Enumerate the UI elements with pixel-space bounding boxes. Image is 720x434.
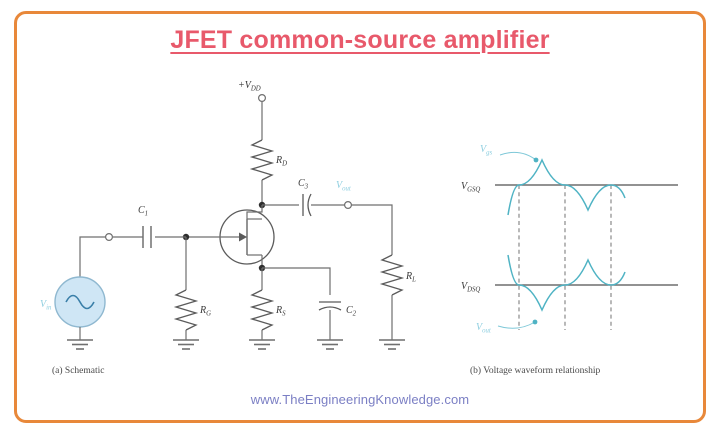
footer-url: www.TheEngineeringKnowledge.com	[250, 392, 470, 407]
rl-zigzag	[379, 254, 405, 296]
ac-source	[54, 276, 106, 350]
label-wave-vout: Vout	[476, 322, 492, 335]
leader-vout	[497, 321, 536, 329]
label-rl: RL	[405, 271, 416, 284]
label-vdsq: VDSQ	[461, 281, 480, 294]
wire-source-to-c2	[262, 267, 331, 295]
rs-zigzag	[249, 289, 275, 331]
ground-source	[67, 339, 93, 350]
curve-vout	[507, 254, 626, 312]
figure-title: JFET common-source amplifier	[170, 26, 550, 54]
label-wave-vgs: Vgs	[480, 144, 493, 157]
wire-term-to-source	[79, 236, 106, 277]
label-rd: RD	[275, 155, 287, 168]
marker-vgs	[533, 157, 539, 163]
label-c2: C2	[346, 305, 357, 318]
resistor-rl	[379, 254, 405, 350]
ground-rs	[249, 339, 275, 350]
resistor-rg	[173, 289, 199, 350]
ground-rl	[379, 339, 405, 350]
label-rg: RG	[199, 305, 211, 318]
ground-c2	[317, 339, 343, 350]
capacitor-c1	[113, 226, 186, 248]
waveform-panel: VGSQ VDSQ Vgs Vout	[461, 144, 678, 335]
leader-vgs	[499, 151, 537, 161]
label-rs: RS	[275, 305, 286, 318]
jfet-gate-arrow	[239, 232, 247, 242]
rd-zigzag	[249, 139, 275, 181]
caption-waveform: (b) Voltage waveform relationship	[470, 366, 601, 376]
rg-zigzag	[173, 289, 199, 331]
label-c3: C3	[298, 178, 309, 191]
jfet-transistor	[186, 205, 275, 268]
label-vout: Vout	[336, 180, 352, 193]
figure-frame	[14, 11, 706, 423]
wire-vout-to-rl	[351, 204, 393, 255]
supply-terminal	[258, 93, 267, 102]
output-terminal	[344, 201, 353, 210]
resistor-rd	[249, 139, 275, 205]
c3-plate-right	[307, 193, 312, 217]
curve-vgs	[507, 158, 626, 216]
supply-branch	[258, 93, 267, 140]
sine-icon	[65, 294, 95, 310]
label-vgsq: VGSQ	[461, 181, 480, 194]
capacitor-c3	[302, 193, 345, 217]
resistor-rs	[249, 289, 275, 350]
caption-schematic: (a) Schematic	[52, 366, 105, 376]
c2-plate-bottom	[318, 306, 342, 311]
ground-rg	[173, 339, 199, 350]
label-vdd: +VDD	[238, 80, 261, 93]
label-vin: Vin	[40, 299, 52, 312]
capacitor-c2	[317, 301, 343, 350]
label-c1: C1	[138, 205, 148, 218]
jfet-drain-lead	[246, 205, 263, 219]
input-terminal	[104, 233, 113, 242]
marker-vout	[532, 319, 538, 325]
